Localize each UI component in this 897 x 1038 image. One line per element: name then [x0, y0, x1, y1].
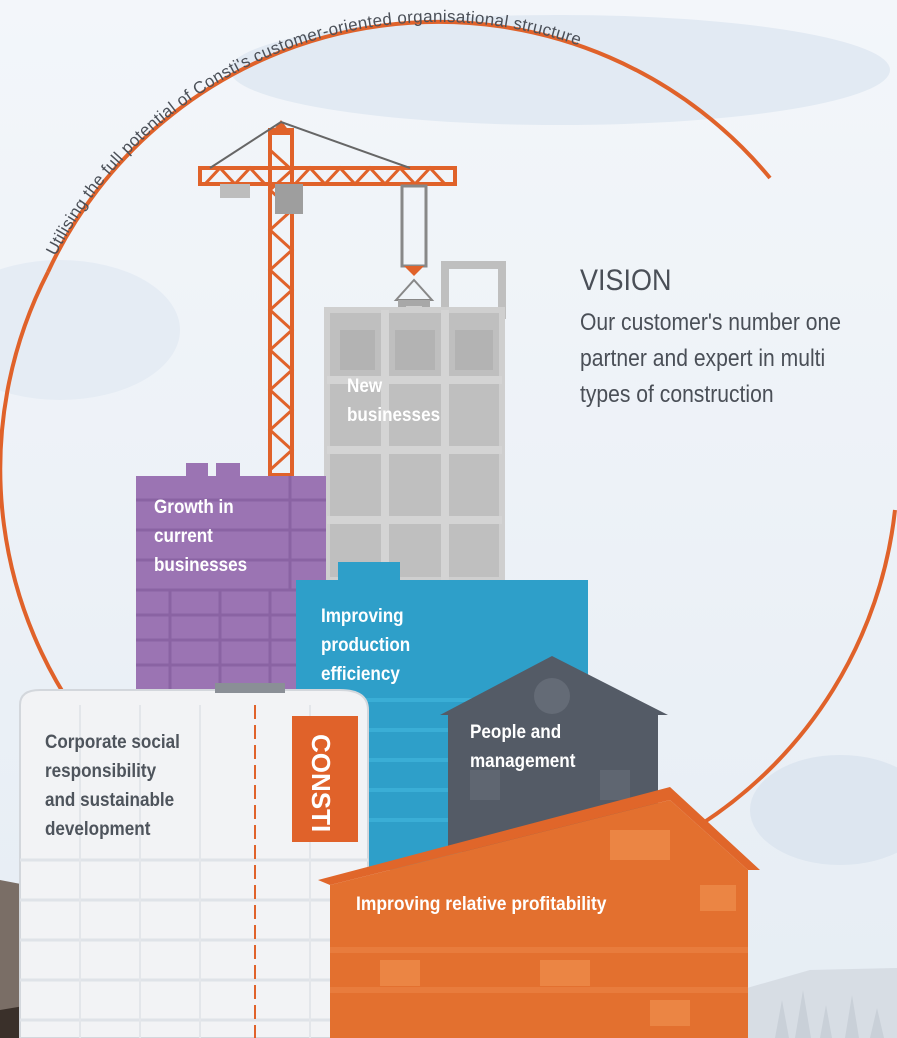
vision-line-1: Our customer's number one [580, 309, 841, 336]
label-growth-1: Growth in [154, 496, 234, 517]
building-csr [19, 683, 369, 1038]
consti-logo: CONSTI [306, 734, 336, 832]
label-people-1: People and [470, 721, 561, 742]
vision-line-3: types of construction [580, 381, 774, 408]
label-csr-2: responsibility [45, 760, 156, 781]
vision-line-2: partner and expert in multi [580, 345, 825, 372]
building-growth [136, 463, 326, 701]
trees [775, 990, 884, 1038]
cloud [750, 755, 897, 865]
label-csr-1: Corporate social [45, 731, 180, 752]
label-growth-3: businesses [154, 554, 247, 575]
label-new-businesses-1: New [347, 375, 383, 396]
label-profitability: Improving relative profitability [356, 892, 607, 914]
cloud [230, 15, 890, 125]
vision-heading: VISION [580, 264, 671, 298]
label-people-2: management [470, 750, 575, 771]
label-growth-2: current [154, 525, 213, 546]
label-new-businesses-2: businesses [347, 404, 440, 425]
building-new-businesses [324, 261, 506, 583]
building-profitability [318, 787, 760, 1038]
cloud [0, 260, 180, 400]
label-production-2: production [321, 634, 410, 655]
label-csr-4: development [45, 818, 150, 839]
vision-arc [46, 19, 772, 273]
label-production-1: Improving [321, 605, 404, 626]
vision-arc-right [698, 509, 897, 827]
label-production-3: efficiency [321, 663, 400, 684]
label-csr-3: and sustainable [45, 789, 174, 810]
